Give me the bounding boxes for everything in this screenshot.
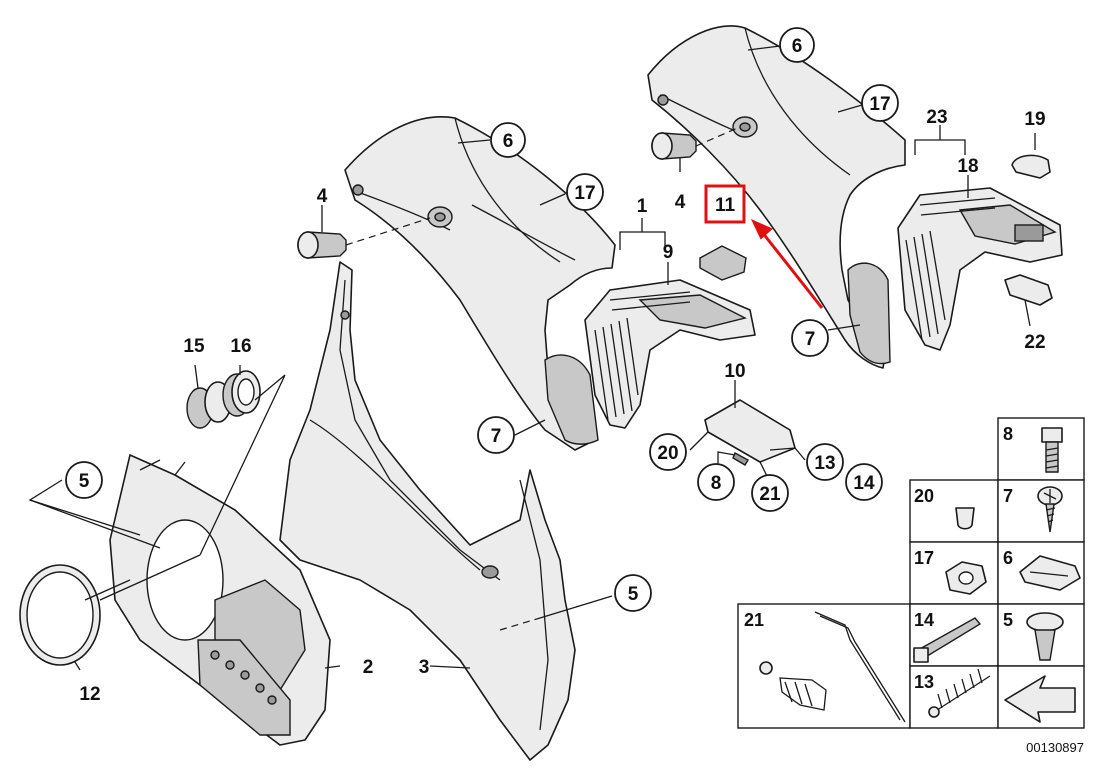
callout-9: 9: [663, 242, 674, 263]
leader-lines: [28, 45, 1036, 671]
svg-text:7: 7: [805, 329, 816, 350]
callout-23: 23: [926, 107, 947, 128]
grid-label-13: 13: [914, 672, 934, 692]
cap-19: [1011, 154, 1051, 179]
callout-12: 12: [79, 684, 100, 705]
callout-16: 16: [230, 336, 251, 357]
callout-5-right: 5: [614, 574, 652, 612]
svg-text:13: 13: [814, 453, 835, 474]
callout-7-right: 7: [791, 319, 829, 357]
grid-label-21: 21: [744, 610, 764, 630]
grid-label-6: 6: [1003, 548, 1013, 568]
callout-22: 22: [1024, 332, 1045, 353]
svg-text:9: 9: [663, 242, 674, 263]
clip-6-icon: [1019, 555, 1081, 591]
dash-panel-2: [109, 454, 331, 746]
callout-17-right: 17: [861, 84, 899, 122]
grid-label-5: 5: [1003, 610, 1013, 630]
svg-text:8: 8: [711, 473, 722, 494]
grid-label-8: 8: [1003, 424, 1013, 444]
bolt-8-icon: [1041, 427, 1063, 473]
diagram-code: 00130897: [1026, 740, 1084, 755]
plug-4-right: [651, 132, 697, 160]
screw-7-icon: [1037, 486, 1063, 533]
nut-17-icon: [945, 561, 987, 595]
svg-text:15: 15: [183, 336, 205, 357]
svg-text:20: 20: [657, 443, 678, 464]
cap-20-icon: [955, 507, 975, 530]
svg-text:6: 6: [503, 131, 514, 152]
callout-8: 8: [697, 463, 735, 501]
svg-text:12: 12: [79, 684, 100, 705]
svg-text:17: 17: [574, 183, 595, 204]
callout-1: 1: [637, 196, 648, 217]
pin-14-icon: [913, 617, 982, 663]
callout-3: 3: [419, 657, 430, 678]
cap-11: [699, 245, 747, 281]
svg-text:16: 16: [230, 336, 251, 357]
callout-13: 13: [806, 443, 844, 481]
fastener-grid: 8 20 7 17 6 21 14 5 13: [737, 417, 1085, 729]
svg-text:17: 17: [869, 94, 890, 115]
callout-21: 21: [751, 474, 789, 512]
callout-10: 10: [724, 361, 745, 382]
callout-14: 14: [845, 463, 883, 501]
svg-text:10: 10: [724, 361, 745, 382]
callout-6-left: 6: [490, 122, 526, 158]
callout-7-left: 7: [477, 416, 515, 454]
svg-text:4: 4: [317, 186, 328, 207]
vent-18: [897, 187, 1063, 351]
callout-6-right: 6: [779, 27, 815, 63]
svg-text:23: 23: [926, 107, 947, 128]
side-panel-3: [279, 261, 576, 761]
grommet-15: [186, 381, 232, 429]
callout-19: 19: [1024, 109, 1045, 130]
callout-4-left: 4: [317, 186, 328, 207]
callout-20: 20: [649, 433, 687, 471]
callout-15: 15: [183, 336, 205, 357]
direction-arrow-icon: [1004, 675, 1076, 723]
callout-11-highlighted: 11: [704, 184, 746, 224]
spring-13-icon: [928, 668, 991, 718]
svg-text:21: 21: [759, 484, 781, 505]
svg-text:22: 22: [1024, 332, 1045, 353]
svg-text:6: 6: [792, 36, 803, 57]
svg-text:1: 1: [637, 196, 648, 217]
svg-text:7: 7: [491, 426, 502, 447]
rod-21-icon: [759, 611, 906, 723]
svg-text:19: 19: [1024, 109, 1045, 130]
red-arrow: [750, 218, 824, 309]
svg-text:4: 4: [675, 192, 686, 213]
callout-17-left: 17: [566, 173, 604, 211]
grid-label-17: 17: [914, 548, 934, 568]
speaker-ring-12: [19, 564, 101, 666]
callout-18: 18: [957, 156, 978, 177]
callout-2: 2: [363, 657, 374, 678]
grid-label-20: 20: [914, 486, 934, 506]
vent-9: [584, 279, 756, 429]
svg-text:11: 11: [715, 195, 736, 216]
upper-trim-left: [344, 116, 616, 451]
svg-text:2: 2: [363, 657, 374, 678]
callout-4-right: 4: [675, 192, 686, 213]
svg-text:14: 14: [853, 473, 875, 494]
svg-text:3: 3: [419, 657, 430, 678]
push-clip-5-icon: [1026, 612, 1064, 661]
plug-4-left: [297, 231, 347, 259]
svg-text:5: 5: [79, 471, 90, 492]
grid-label-14: 14: [914, 610, 934, 630]
svg-text:5: 5: [628, 584, 639, 605]
svg-text:18: 18: [957, 156, 978, 177]
callout-5-left: 5: [65, 461, 103, 499]
cap-22: [1004, 274, 1053, 306]
grid-label-7: 7: [1003, 486, 1013, 506]
ring-16: [222, 370, 261, 417]
